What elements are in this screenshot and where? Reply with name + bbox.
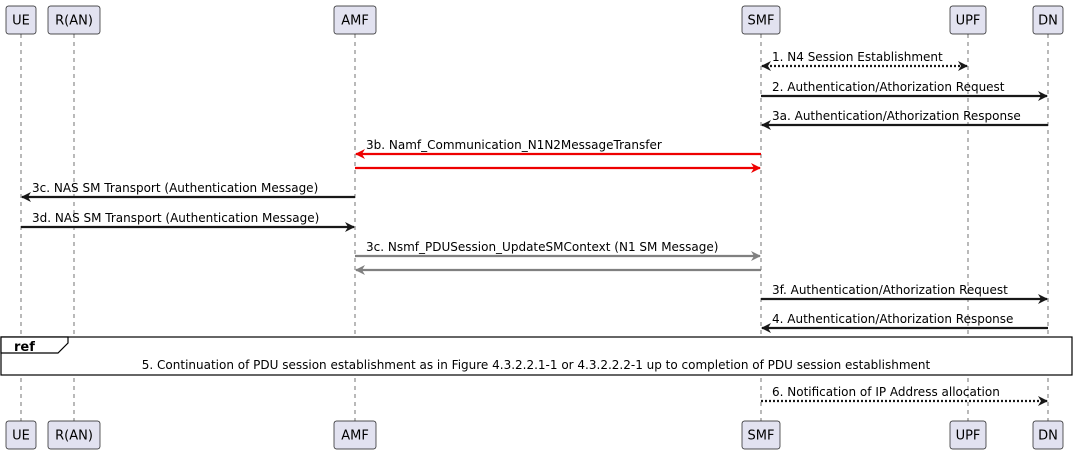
participant-label: UPF	[956, 429, 981, 444]
participant-label: DN	[1038, 429, 1058, 444]
message-6: 3d. NAS SM Transport (Authentication Mes…	[21, 211, 355, 232]
participant-label: UPF	[956, 14, 981, 29]
message-3: 3b. Namf_Communication_N1N2MessageTransf…	[355, 138, 761, 159]
message-label: 3a. Authentication/Athorization Response	[772, 109, 1021, 123]
ref-frame: ref 5. Continuation of PDU session estab…	[0, 336, 1073, 376]
participant-ue-bottom: UE	[5, 420, 37, 450]
messages: 1. N4 Session Establishment 2. Authentica…	[21, 50, 1048, 406]
message-1: 2. Authentication/Athorization Request	[761, 80, 1048, 101]
participant-box	[949, 420, 987, 450]
participant-upf-bottom: UPF	[949, 420, 987, 450]
participant-label: R(AN)	[55, 14, 93, 29]
participant-box	[47, 420, 101, 450]
ref-text: 5. Continuation of PDU session establish…	[142, 358, 931, 372]
participant-box	[333, 5, 377, 35]
message-5: 3c. NAS SM Transport (Authentication Mes…	[21, 181, 355, 202]
message-0: 1. N4 Session Establishment	[761, 50, 968, 71]
participant-label: UE	[12, 429, 30, 444]
participants-top: UE R(AN) AMF SMF UPF DN	[5, 5, 1064, 35]
participant-label: DN	[1038, 14, 1058, 29]
participant-box	[949, 5, 987, 35]
participant-dn-bottom: DN	[1032, 420, 1064, 450]
participant-label: AMF	[341, 14, 369, 29]
participant-amf-top: AMF	[333, 5, 377, 35]
participant-ue-top: UE	[5, 5, 37, 35]
participant-box	[1032, 5, 1064, 35]
participant-upf-top: UPF	[949, 5, 987, 35]
message-2: 3a. Authentication/Athorization Response	[761, 109, 1048, 130]
message-label: 1. N4 Session Establishment	[772, 50, 943, 64]
message-11: 6. Notification of IP Address allocation	[761, 385, 1048, 406]
message-label: 3b. Namf_Communication_N1N2MessageTransf…	[366, 138, 662, 152]
ref-frame-box	[0, 336, 1073, 376]
ref-tag: ref	[14, 340, 35, 355]
message-label: 4. Authentication/Athorization Response	[772, 312, 1013, 326]
participant-label: SMF	[748, 429, 775, 444]
participant-label: UE	[12, 14, 30, 29]
message-9: 3f. Authentication/Athorization Request	[761, 283, 1048, 304]
message-10: 4. Authentication/Athorization Response	[761, 312, 1048, 333]
participant-ran-top: R(AN)	[47, 5, 101, 35]
participant-label: SMF	[748, 14, 775, 29]
participant-box	[47, 5, 101, 35]
participant-amf-bottom: AMF	[333, 420, 377, 450]
message-label: 3c. Nsmf_PDUSession_UpdateSMContext (N1 …	[366, 240, 718, 254]
participant-box	[741, 5, 781, 35]
participant-box	[5, 5, 37, 35]
participant-label: AMF	[341, 429, 369, 444]
ref-tab	[0, 336, 69, 354]
message-label: 3d. NAS SM Transport (Authentication Mes…	[32, 211, 319, 225]
participant-smf-top: SMF	[741, 5, 781, 35]
message-label: 3c. NAS SM Transport (Authentication Mes…	[32, 181, 318, 195]
participant-box	[741, 420, 781, 450]
participant-dn-top: DN	[1032, 5, 1064, 35]
participant-smf-bottom: SMF	[741, 420, 781, 450]
message-7: 3c. Nsmf_PDUSession_UpdateSMContext (N1 …	[355, 240, 761, 261]
participant-box	[333, 420, 377, 450]
participant-box	[1032, 420, 1064, 450]
participant-label: R(AN)	[55, 429, 93, 444]
message-label: 6. Notification of IP Address allocation	[772, 385, 1000, 399]
participants-bottom: UE R(AN) AMF SMF UPF DN	[5, 420, 1064, 450]
message-label: 3f. Authentication/Athorization Request	[772, 283, 1008, 297]
message-label: 2. Authentication/Athorization Request	[772, 80, 1005, 94]
participant-box	[5, 420, 37, 450]
participant-ran-bottom: R(AN)	[47, 420, 101, 450]
